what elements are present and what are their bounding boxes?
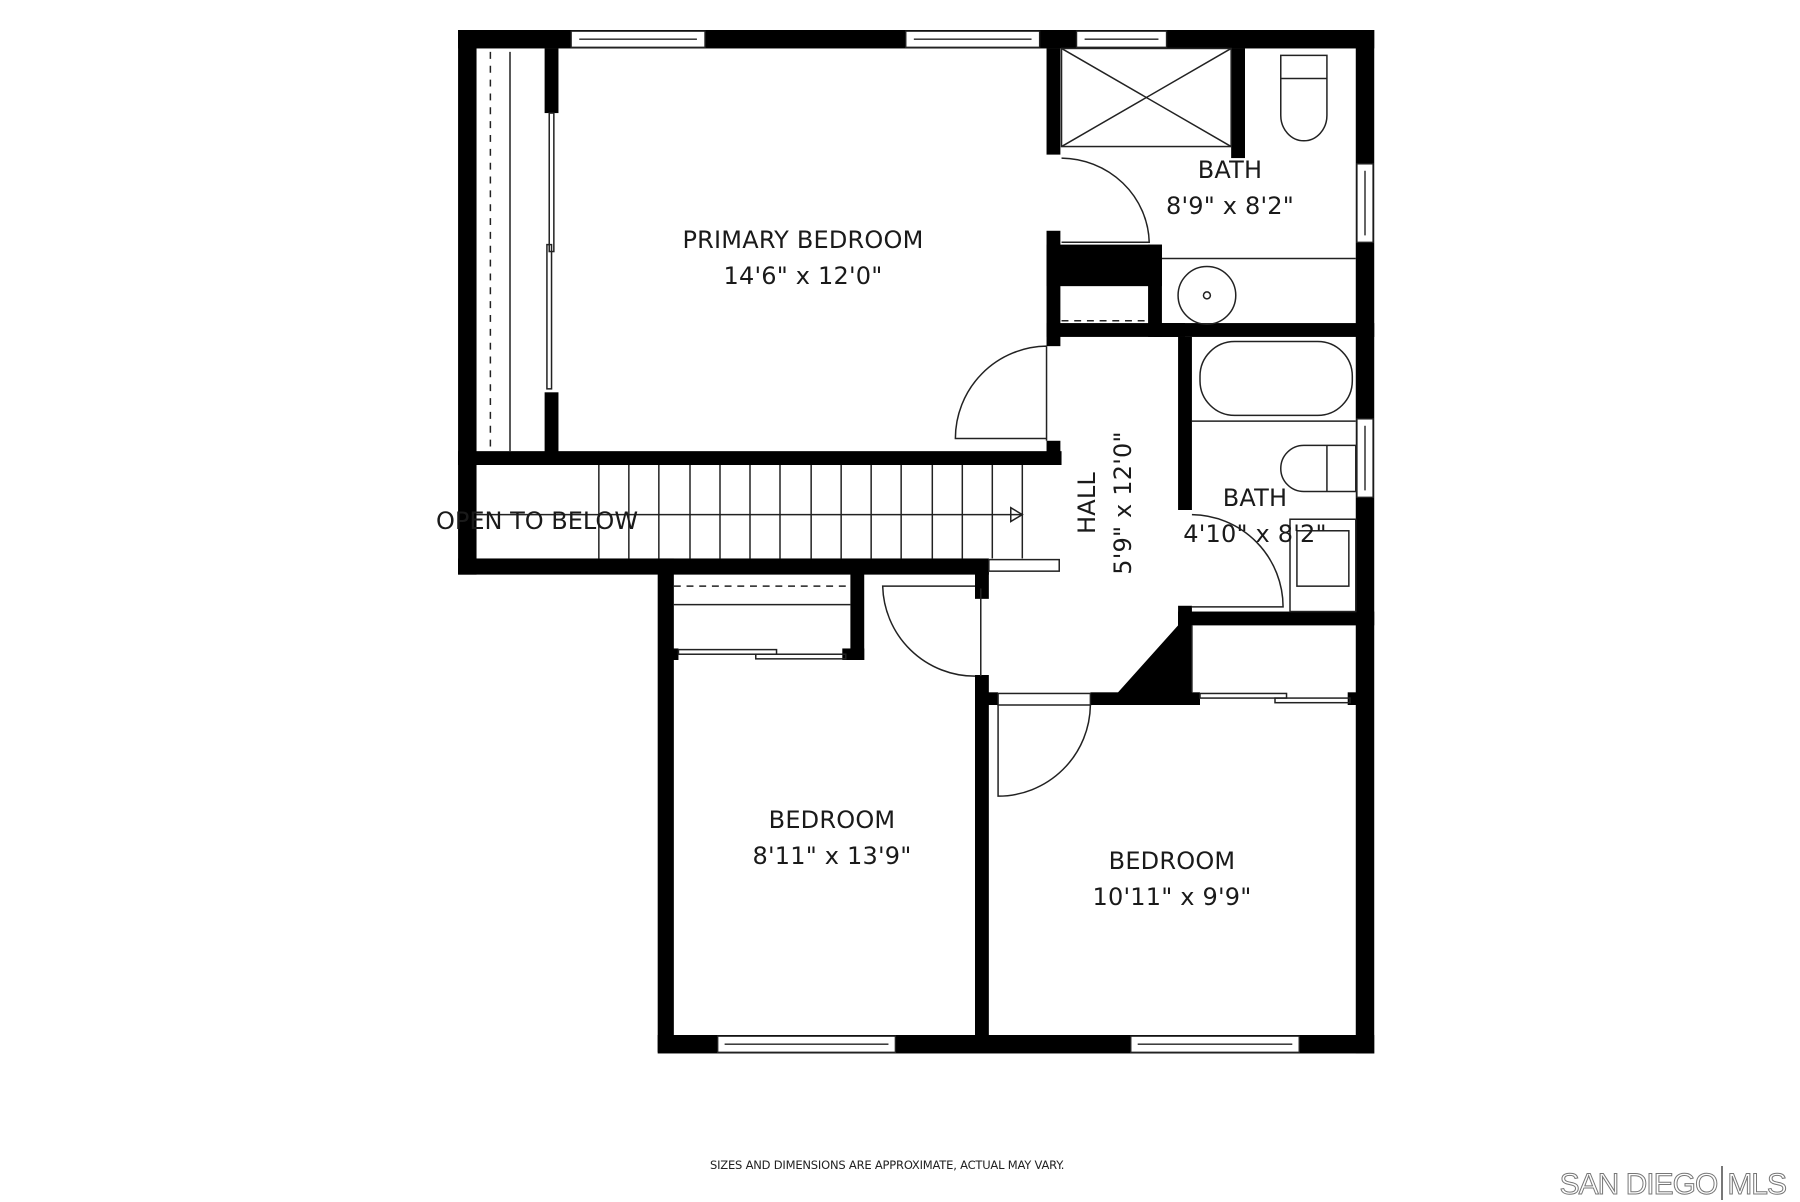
open-to-below-label: OPEN TO BELOW xyxy=(436,507,639,535)
brand-left: SAN DIEGO xyxy=(1559,1168,1719,1202)
room-dimensions: 5'9" x 12'0" xyxy=(1109,431,1137,575)
room-label-bedroom-left: BEDROOM 8'11" x 13'9" xyxy=(753,802,912,874)
fixtures xyxy=(476,47,1357,797)
room-label-bath-hall: BATH 4'10" x 8'2" xyxy=(1183,480,1326,552)
room-dimensions: 10'11" x 9'9" xyxy=(1092,883,1252,911)
room-label-hall: HALL 5'9" x 12'0" xyxy=(1069,431,1141,574)
room-dimensions: 4'10" x 8'2" xyxy=(1183,520,1327,548)
windows xyxy=(570,30,1374,1053)
walls xyxy=(458,30,1375,1054)
disclaimer-text: SIZES AND DIMENSIONS ARE APPROXIMATE, AC… xyxy=(710,1158,1065,1172)
room-name: HALL xyxy=(1073,471,1101,535)
room-dimensions: 8'9" x 8'2" xyxy=(1165,192,1295,220)
room-label-bedroom-right: BEDROOM 10'11" x 9'9" xyxy=(1093,843,1252,915)
room-label-bath-primary: BATH 8'9" x 8'2" xyxy=(1166,152,1294,224)
room-name: BEDROOM xyxy=(768,806,896,834)
room-name: BEDROOM xyxy=(1108,847,1236,875)
room-name: BATH xyxy=(1197,156,1263,184)
room-dimensions: 14'6" x 12'0" xyxy=(723,262,883,290)
room-name: PRIMARY BEDROOM xyxy=(682,226,924,254)
room-dimensions: 8'11" x 13'9" xyxy=(752,842,912,870)
brand-separator xyxy=(1721,1166,1724,1200)
brand-right: MLS xyxy=(1727,1168,1788,1202)
room-label-primary-bedroom: PRIMARY BEDROOM 14'6" x 12'0" xyxy=(682,222,923,294)
room-name: BATH xyxy=(1222,484,1288,512)
